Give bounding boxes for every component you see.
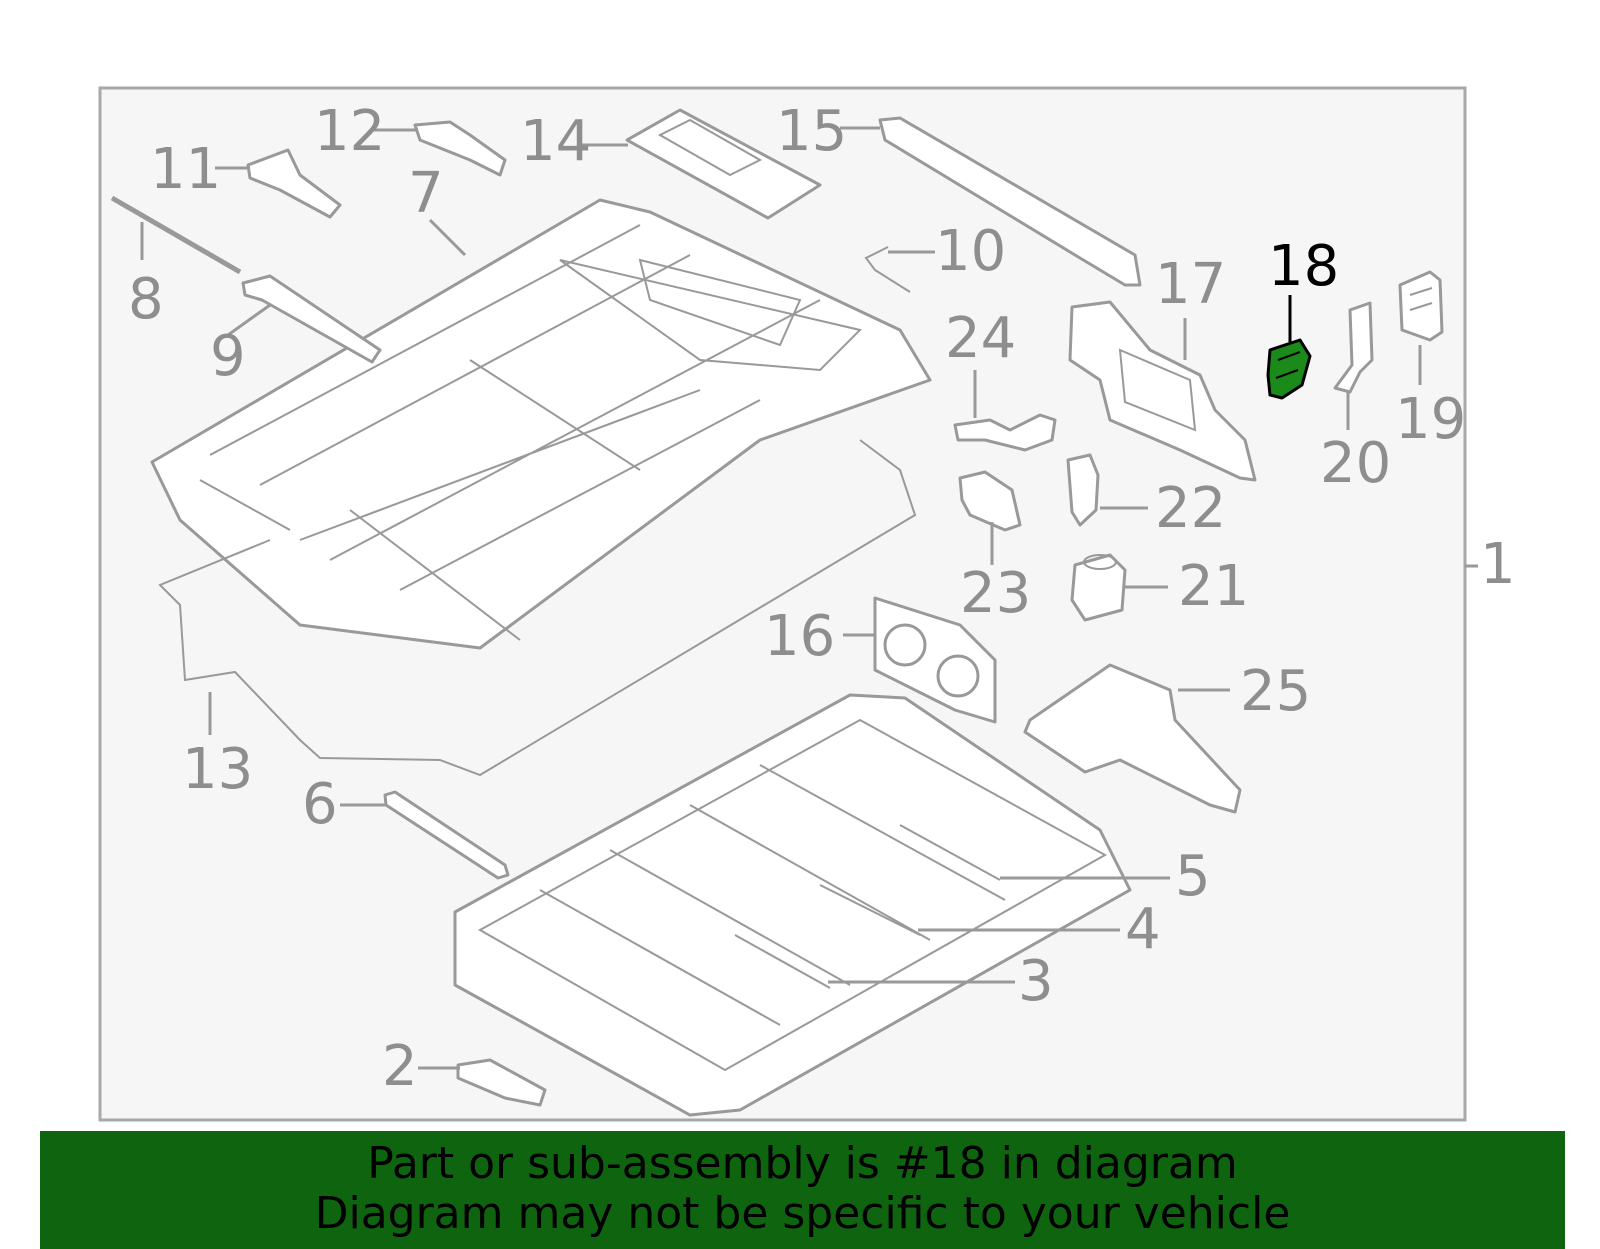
banner-part-note: Part or sub-assembly is #18 in diagram (367, 1138, 1238, 1189)
part-6-rail[interactable] (383, 790, 510, 880)
part-16-flange[interactable] (873, 596, 997, 724)
part-9-bracket[interactable] (241, 274, 382, 364)
part-22-connector[interactable] (1066, 453, 1100, 527)
part-17-module[interactable] (1068, 300, 1257, 482)
part-14-plate[interactable] (625, 108, 822, 220)
part-21-round-connector[interactable] (1070, 553, 1127, 622)
callout-19: 19 (1395, 387, 1466, 452)
part-11-bracket[interactable] (246, 148, 342, 219)
part-12-bracket[interactable] (413, 120, 507, 177)
callout-5: 5 (1175, 844, 1211, 909)
part-19-block[interactable] (1398, 270, 1444, 342)
callout-17: 17 (1155, 252, 1226, 317)
callout-25: 25 (1240, 659, 1311, 724)
callout-4: 4 (1125, 897, 1161, 962)
part-23-connector[interactable] (958, 470, 1022, 532)
callout-15: 15 (776, 99, 847, 164)
part-5-bar[interactable] (899, 824, 1001, 881)
part-25-bracket-plate[interactable] (1023, 663, 1242, 814)
callout-3: 3 (1018, 949, 1054, 1014)
battery-tray (453, 693, 1132, 1117)
part-7-battery-cover[interactable] (150, 198, 932, 650)
callout-13: 13 (182, 737, 253, 802)
callout-8: 8 (128, 267, 164, 332)
info-banner: Part or sub-assembly is #18 in diagram D… (40, 1131, 1565, 1249)
callout-10: 10 (935, 219, 1006, 284)
callout-23: 23 (960, 561, 1031, 626)
callout-12: 12 (314, 99, 385, 164)
callout-20: 20 (1320, 431, 1391, 496)
part-8-rod[interactable] (110, 195, 242, 275)
callout-16: 16 (764, 604, 835, 669)
callout-7: 7 (408, 161, 444, 226)
part-3-bar[interactable] (734, 934, 831, 989)
callout-24: 24 (945, 306, 1016, 371)
part-24-bracket[interactable] (953, 413, 1057, 452)
part-13-cooling-tube[interactable] (158, 439, 917, 777)
part-2-bracket[interactable] (456, 1058, 547, 1107)
callout-9: 9 (210, 324, 246, 389)
callout-6: 6 (302, 772, 338, 837)
callout-2: 2 (382, 1034, 418, 1099)
part-18-highlighted[interactable] (1266, 338, 1312, 400)
callout-18: 18 (1268, 234, 1339, 299)
part-15-rail[interactable] (878, 116, 1142, 287)
leader-lines (140, 126, 1422, 1070)
banner-disclaimer: Diagram may not be specific to your vehi… (314, 1188, 1291, 1239)
callout-11: 11 (150, 137, 221, 202)
callout-1: 1 (1480, 532, 1516, 597)
callout-21: 21 (1178, 554, 1249, 619)
callout-14: 14 (520, 109, 591, 174)
part-10-hook[interactable] (864, 246, 911, 293)
part-4-bar[interactable] (819, 884, 921, 936)
callout-22: 22 (1155, 476, 1226, 541)
part-20-bracket[interactable] (1333, 301, 1374, 394)
